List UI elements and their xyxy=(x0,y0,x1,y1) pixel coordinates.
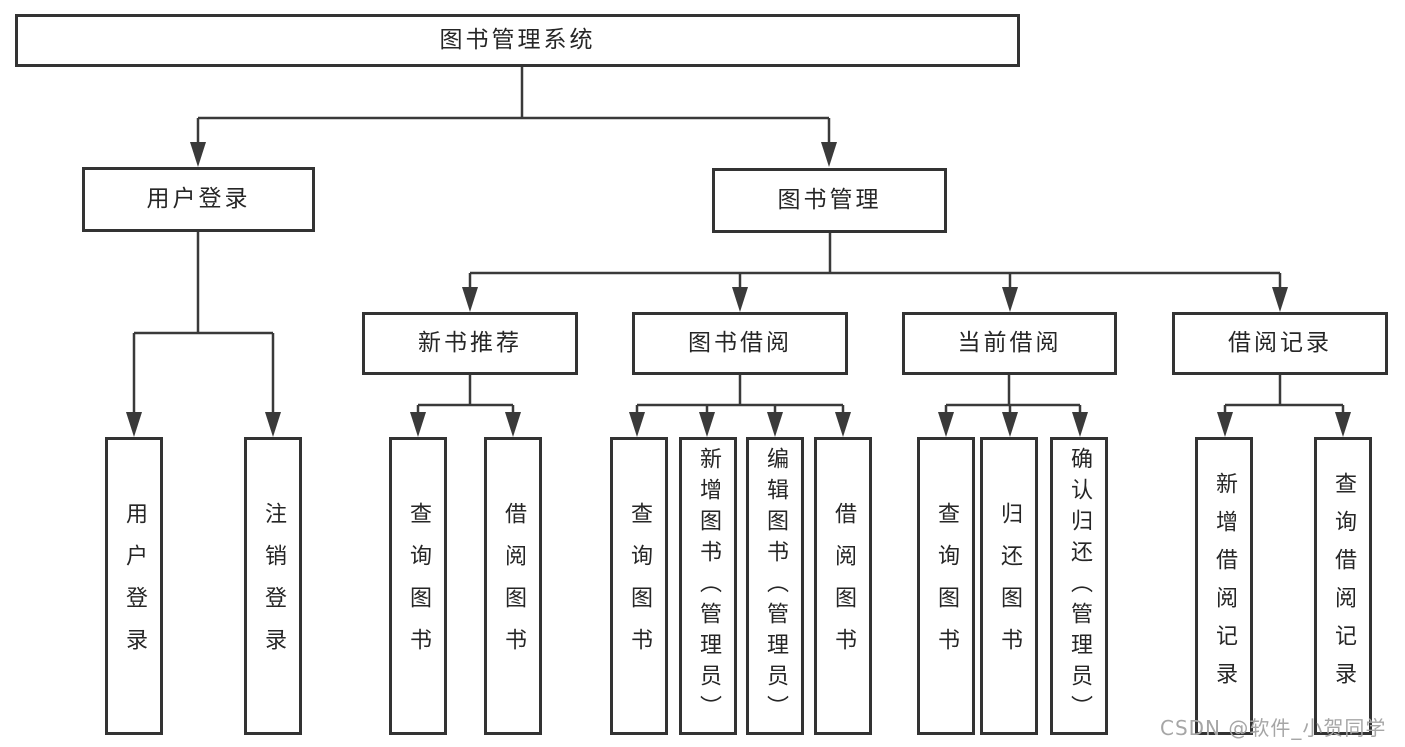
leaf-logout: 注销登录 xyxy=(244,437,302,735)
leaf-borrow-books-recommend: 借阅图书 xyxy=(484,437,542,735)
leaf-add-book-admin: 新增图书（管理员） xyxy=(679,437,737,735)
connector-root xyxy=(190,67,837,167)
leaf-return-book: 归还图书 xyxy=(980,437,1038,735)
connector-book-borrow xyxy=(629,375,851,437)
leaf-user-login: 用户登录 xyxy=(105,437,163,735)
node-user-login: 用户登录 xyxy=(82,167,315,232)
csdn-watermark: CSDN @软件_小贺同学 xyxy=(1160,716,1387,740)
node-book-management: 图书管理 xyxy=(712,168,947,233)
connector-current-borrow xyxy=(938,375,1088,437)
node-current-borrow: 当前借阅 xyxy=(902,312,1117,375)
node-root: 图书管理系统 xyxy=(15,14,1020,67)
connector-user-login xyxy=(126,232,281,437)
leaf-add-borrow-record: 新增借阅记录 xyxy=(1195,437,1253,735)
leaf-query-books-current: 查询图书 xyxy=(917,437,975,735)
connector-borrow-records xyxy=(1217,375,1351,437)
node-book-borrow: 图书借阅 xyxy=(632,312,848,375)
node-borrow-records: 借阅记录 xyxy=(1172,312,1388,375)
leaf-query-books-recommend: 查询图书 xyxy=(389,437,447,735)
leaf-query-borrow-record: 查询借阅记录 xyxy=(1314,437,1372,735)
leaf-edit-book-admin: 编辑图书（管理员） xyxy=(746,437,804,735)
leaf-confirm-return-admin: 确认归还（管理员） xyxy=(1050,437,1108,735)
connector-new-book xyxy=(410,375,521,437)
leaf-borrow-books: 借阅图书 xyxy=(814,437,872,735)
node-new-book-recommend: 新书推荐 xyxy=(362,312,578,375)
connector-book-management xyxy=(462,233,1288,312)
leaf-query-books-borrow: 查询图书 xyxy=(610,437,668,735)
